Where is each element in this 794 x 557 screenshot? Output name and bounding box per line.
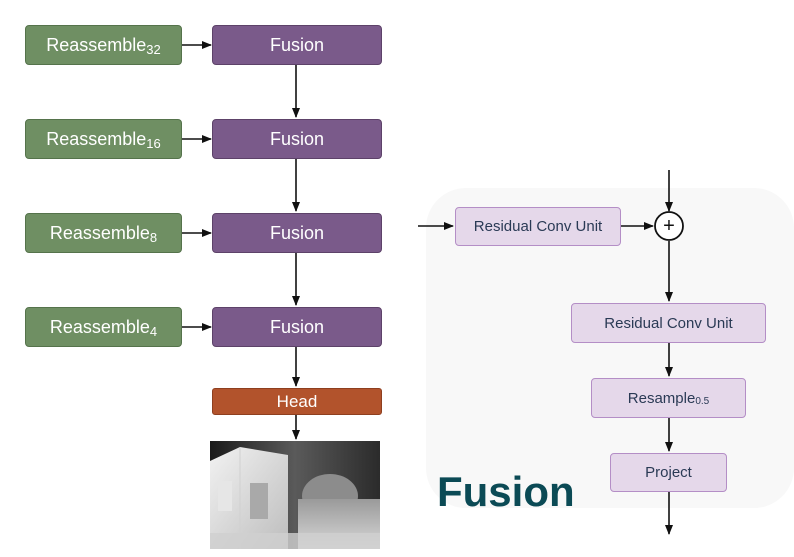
reassemble-subscript: 8 [149,229,158,245]
residual-conv-unit-mid: Residual Conv Unit [571,303,766,343]
fusion-box-4: Fusion [212,307,382,347]
fusion-detail-title: Fusion [437,468,575,515]
reassemble-label: Reassemble [49,316,150,337]
reassemble-label: Reassemble [49,222,150,243]
residual-conv-unit-top: Residual Conv Unit [455,207,621,246]
resample-subscript: 0.5 [695,395,710,407]
resample-label: Resample [627,389,696,407]
reassemble-label: Reassemble [46,34,147,55]
head-box: Head [212,388,382,415]
fusion-box-1: Fusion [212,25,382,65]
reassemble-label: Reassemble [46,128,147,149]
depth-map-image [210,441,380,549]
reassemble-subscript: 32 [146,41,161,57]
sum-symbol: + [663,215,675,237]
fusion-box-2: Fusion [212,119,382,159]
fusion-box-3: Fusion [212,213,382,253]
sum-node [654,211,684,241]
reassemble-subscript: 4 [149,323,158,339]
reassemble-subscript: 16 [146,135,161,151]
project-box: Project [610,453,727,492]
